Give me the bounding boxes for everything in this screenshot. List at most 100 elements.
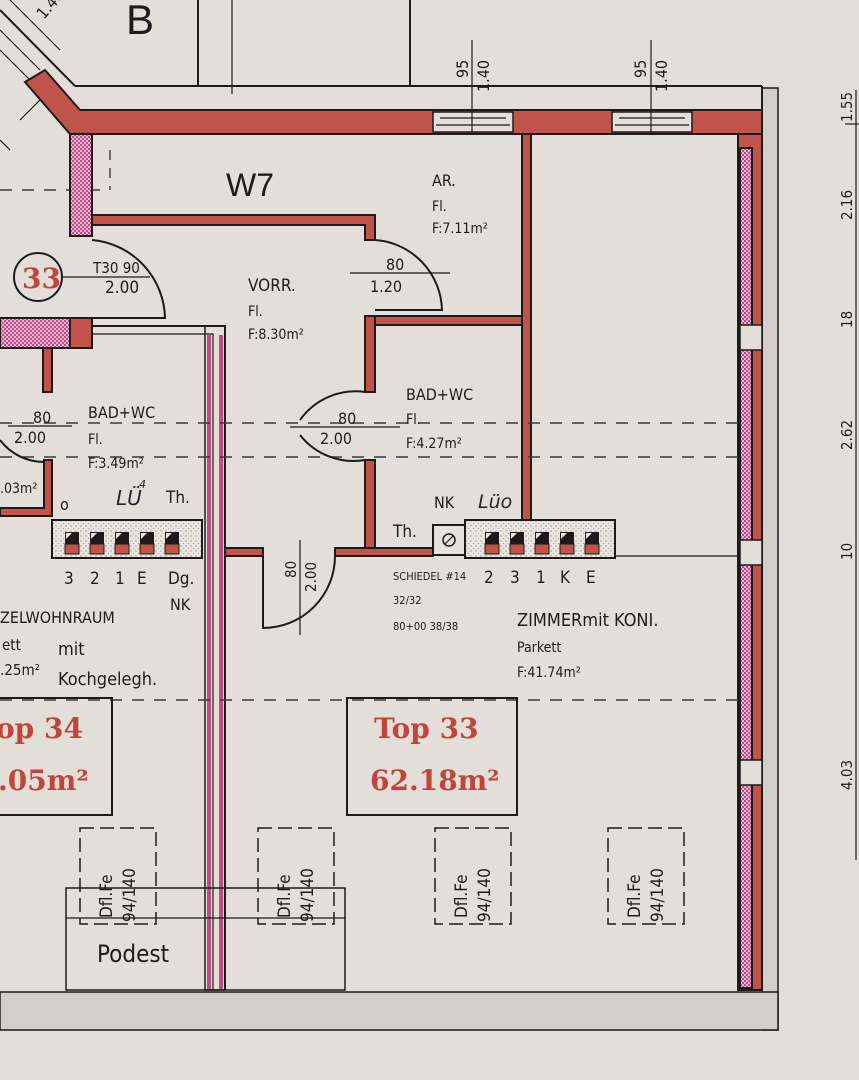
chimney-left — [51, 519, 203, 559]
bath-west-wall-lower — [364, 459, 376, 557]
room-ar-area: F:7.11m² — [432, 221, 488, 237]
flue-cell-mark — [486, 533, 492, 539]
flue-cell-mark — [66, 533, 72, 539]
window-1-dim-top: 95 — [453, 60, 472, 78]
window-1 — [432, 40, 514, 133]
flue-label: E — [137, 569, 147, 589]
flue-cell-mark — [141, 533, 147, 539]
storage-wall — [521, 133, 532, 521]
window-2 — [611, 40, 693, 133]
chimney-left-lu: LÜ — [116, 486, 142, 510]
dimension-label: 2.62 — [838, 420, 856, 450]
flue-cell-mark — [166, 533, 172, 539]
flue-label: 1 — [536, 568, 546, 588]
room-vorr-name: VORR. — [248, 276, 296, 296]
podest-label: Podest — [97, 940, 169, 968]
flue-cell-lining — [139, 543, 155, 555]
dimension-label: 4.03 — [838, 760, 856, 790]
room-zimmer-floor: Parkett — [517, 640, 561, 656]
door-tag-type: T30 90 — [92, 259, 140, 277]
bad-right-door-width: 80 — [338, 409, 356, 428]
top33-area: 62.18m² — [370, 764, 500, 797]
room-bad-right-name: BAD+WC — [406, 385, 473, 404]
window-2-dim-bottom: 1.40 — [652, 60, 671, 92]
vorr-door — [374, 239, 444, 311]
east-wall-niche — [739, 324, 763, 351]
room-bad-left-area: F:3.49m² — [88, 456, 144, 472]
party-wall — [92, 325, 226, 991]
room-bad-right-area: F:4.27m² — [406, 436, 462, 452]
flue-cell-mark — [91, 533, 97, 539]
top33-name: Top 33 — [374, 712, 479, 745]
flue-label: 2 — [484, 568, 494, 588]
right-dimension-chain: 1.55 2.16 18 2.62 10 4.03 — [838, 92, 856, 790]
chimney-right-nk: NK — [434, 493, 455, 512]
room-einzel-floor: ett — [2, 636, 21, 654]
flue-label: 2 — [90, 569, 100, 589]
chimney-left-flue-labels: 3 2 1 E Dg. — [64, 569, 194, 589]
flue-cell-mark — [116, 533, 122, 539]
exterior-border — [761, 87, 779, 1031]
room-bad-left-name: BAD+WC — [88, 403, 155, 422]
corridor-wall — [91, 214, 376, 241]
chimney-left-lu-sup: 4 — [139, 478, 146, 491]
top34-label-box — [0, 697, 113, 816]
dimension-label: 10 — [838, 543, 856, 560]
flue-label: 1 — [115, 569, 125, 589]
zimmer-north-wall-right — [334, 547, 434, 557]
skylight: Dfl.Fe 94/140 — [257, 827, 335, 925]
skylight-size: 94/140 — [648, 868, 668, 922]
east-wall-insulation — [739, 147, 753, 989]
east-wall-niche — [739, 539, 763, 566]
cleanout-icon — [442, 533, 456, 547]
vorr-door-height: 1.20 — [370, 277, 402, 296]
upper-structure — [0, 0, 763, 191]
room-vorr-floor: Fl. — [248, 304, 263, 320]
top34-name: op 34 — [0, 712, 83, 745]
dimension-label: 18 — [838, 311, 856, 328]
flue-cell-mark — [511, 533, 517, 539]
bath-left-door — [0, 439, 45, 463]
skylight-type: Dfl.Fe — [625, 874, 645, 918]
door-tag: 33 T30 90 2.00 — [13, 252, 150, 302]
grid-label-b: B — [126, 0, 154, 43]
skylight: Dfl.Fe 94/140 — [434, 827, 512, 925]
bad-left-door-width: 80 — [33, 408, 51, 427]
left-bath-wall — [42, 347, 53, 393]
skylight-size: 94/140 — [475, 868, 495, 922]
left-room-area: .03m² — [0, 481, 37, 497]
chimney-spec-2: 32/32 — [393, 594, 422, 607]
flue-cell-lining — [164, 543, 180, 555]
room-ar-name: AR. — [432, 171, 456, 190]
flue-cell-mark — [536, 533, 542, 539]
room-vorr-area: F:8.30m² — [248, 327, 304, 343]
bad-right-door-height: 2.00 — [320, 429, 352, 448]
zimmer-door — [262, 540, 336, 635]
skylight-type: Dfl.Fe — [452, 874, 472, 918]
flue-cell-lining — [64, 543, 80, 555]
dimension-label: 1.55 — [838, 92, 856, 122]
room-einzel-kitchen: Kochgelegh. — [58, 669, 157, 690]
flue-label: E — [586, 568, 596, 588]
chimney-left-nk: NK — [170, 595, 191, 614]
flue-cell-lining — [584, 543, 600, 555]
bad-left-door-height: 2.00 — [14, 428, 46, 447]
flue-cell-lining — [534, 543, 550, 555]
flue-cell-lining — [114, 543, 130, 555]
chimney-left-th: Th. — [165, 488, 190, 508]
window-2-dim-top: 95 — [631, 60, 650, 78]
bath-west-wall-upper — [364, 315, 376, 393]
dimension-label: 2.16 — [838, 190, 856, 220]
chimney-right-lu: Lüo — [478, 491, 512, 513]
chimney-spec-1: SCHIEDEL #14 — [393, 570, 466, 583]
room-zimmer-name: ZIMMERmit KONI. — [517, 610, 658, 631]
bath-north-wall — [364, 315, 523, 326]
skylight-size: 94/140 — [298, 868, 318, 922]
zimmer-door-width: 80 — [282, 561, 300, 578]
chimney-right-th: Th. — [392, 522, 417, 542]
door-tag-height: 2.00 — [105, 278, 139, 298]
flue-cell-lining — [484, 543, 500, 555]
chimney-right-flue-labels: 2 3 1 K E — [484, 568, 596, 588]
zimmer-north-wall-left — [224, 547, 264, 557]
flue-cell-lining — [509, 543, 525, 555]
